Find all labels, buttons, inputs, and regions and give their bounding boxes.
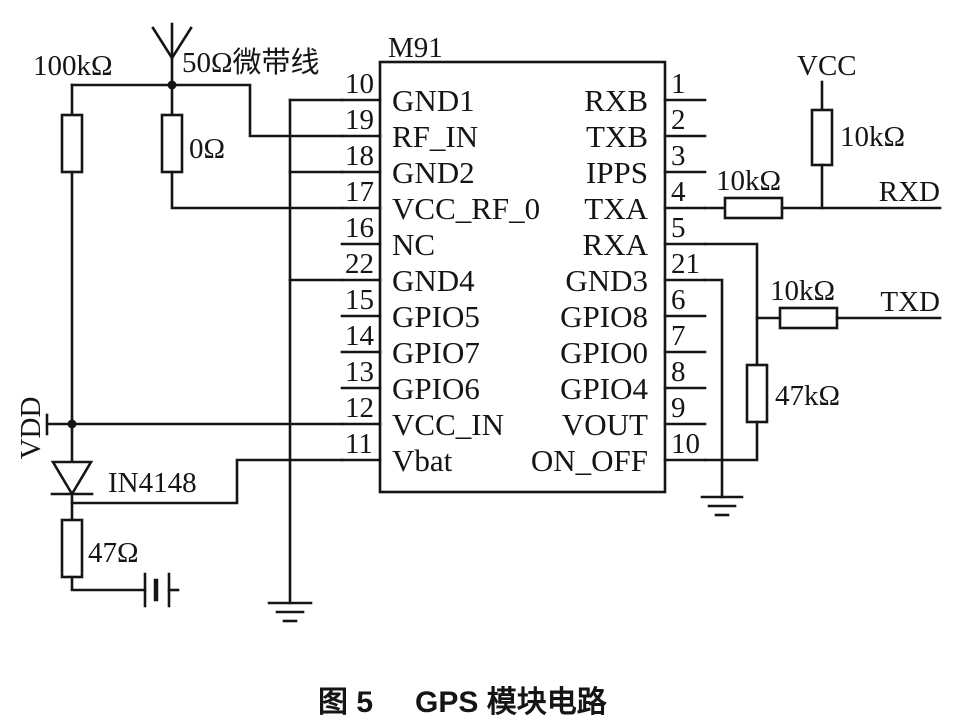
right-pin-label: GPIO0 — [560, 335, 648, 370]
right-pin-label: RXA — [583, 227, 649, 262]
left-pin-number: 14 — [345, 320, 375, 352]
divider-resistor — [745, 363, 769, 424]
vdd-junction — [67, 419, 77, 429]
right-pin-number: 3 — [671, 140, 686, 172]
antenna-icon — [151, 22, 193, 87]
left-pin-label: GND4 — [392, 263, 475, 298]
left-pin-number: 11 — [345, 428, 373, 460]
right-pin-number: 5 — [671, 212, 686, 244]
left-pin-label: GND2 — [392, 155, 475, 190]
right-pin-label: TXA — [584, 191, 648, 226]
figure-title: GPS 模块电路 — [415, 686, 608, 719]
txa-resistor — [723, 196, 784, 220]
right-pin-number: 8 — [671, 356, 686, 388]
right-pin-label: GND3 — [565, 263, 648, 298]
ground-icon — [267, 601, 313, 623]
left-pin-label: NC — [392, 227, 435, 262]
txa-resistor-label: 10kΩ — [716, 165, 781, 197]
rxa-wire — [703, 242, 759, 367]
right-pin-label: RXB — [584, 83, 648, 118]
left-pin-number: 15 — [345, 284, 374, 316]
right-pin-label: GPIO4 — [560, 371, 648, 406]
battery-icon — [143, 572, 171, 608]
rf-resistor — [160, 113, 184, 174]
right-pin-label: GPIO8 — [560, 299, 648, 334]
left-pin-label: GPIO7 — [392, 335, 480, 370]
left-pin-label: GPIO5 — [392, 299, 480, 334]
diode-icon — [50, 460, 94, 497]
rxd-net-label: RXD — [879, 176, 940, 208]
left-pin-number: 17 — [345, 176, 374, 208]
right-pin-number: 21 — [671, 248, 700, 280]
vcc-pullup-resistor — [810, 108, 834, 167]
battery-wire-left — [70, 575, 147, 592]
right-pin-number: 2 — [671, 104, 686, 136]
left-pin-label: GND1 — [392, 83, 475, 118]
right-pin-label: TXB — [586, 119, 648, 154]
vcc-rf-wire — [170, 170, 344, 210]
diode-label: IN4148 — [108, 467, 197, 499]
left-pin-number: 22 — [345, 248, 374, 280]
right-pin-label: IPPS — [586, 155, 648, 190]
left-pin-label: GPIO6 — [392, 371, 480, 406]
chip-body — [378, 60, 667, 494]
right-pin-number: 9 — [671, 392, 686, 424]
left-pin-number: 12 — [345, 392, 374, 424]
gnd3-wire — [703, 278, 724, 499]
chip-name: M91 — [388, 32, 443, 64]
left-pin-number: 10 — [345, 68, 374, 100]
vbat-wire — [70, 458, 344, 505]
right-pin-number: 6 — [671, 284, 686, 316]
rf-in-wire — [70, 83, 344, 138]
left-pin-label: VCC_IN — [392, 407, 504, 442]
rf-resistor-label: 0Ω — [189, 133, 225, 165]
rxa-resistor — [778, 306, 839, 330]
pullup-resistor-label: 100kΩ — [33, 50, 113, 82]
left-pin-number: 13 — [345, 356, 374, 388]
on-off-wire — [703, 420, 759, 462]
right-pin-number: 1 — [671, 68, 686, 100]
figure-number: 图 5 — [318, 686, 373, 719]
txd-net-label: TXD — [880, 286, 940, 318]
left-pin-label: RF_IN — [392, 119, 478, 154]
vdd-label: VDD — [15, 397, 47, 460]
left-pin-number: 19 — [345, 104, 374, 136]
ground-icon — [700, 495, 744, 517]
divider-resistor-label: 47kΩ — [775, 380, 840, 412]
right-pin-label: ON_OFF — [531, 443, 648, 478]
pullup-resistor — [60, 113, 84, 174]
antenna-label: 50Ω微带线 — [182, 46, 320, 79]
vcc-label: VCC — [797, 50, 857, 82]
right-pin-label: VOUT — [562, 407, 648, 442]
battery-resistor — [60, 518, 84, 579]
left-pin-label: VCC_RF_0 — [392, 191, 540, 226]
left-pin-number: 16 — [345, 212, 374, 244]
left-pin-number: 18 — [345, 140, 374, 172]
battery-resistor-label: 47Ω — [88, 537, 139, 569]
right-pin-number: 10 — [671, 428, 700, 460]
right-pin-number: 7 — [671, 320, 686, 352]
left-pin-label: Vbat — [392, 443, 453, 478]
vcc-pullup-resistor-label: 10kΩ — [840, 121, 905, 153]
right-pin-number: 4 — [671, 176, 686, 208]
rxa-resistor-label: 10kΩ — [770, 275, 835, 307]
